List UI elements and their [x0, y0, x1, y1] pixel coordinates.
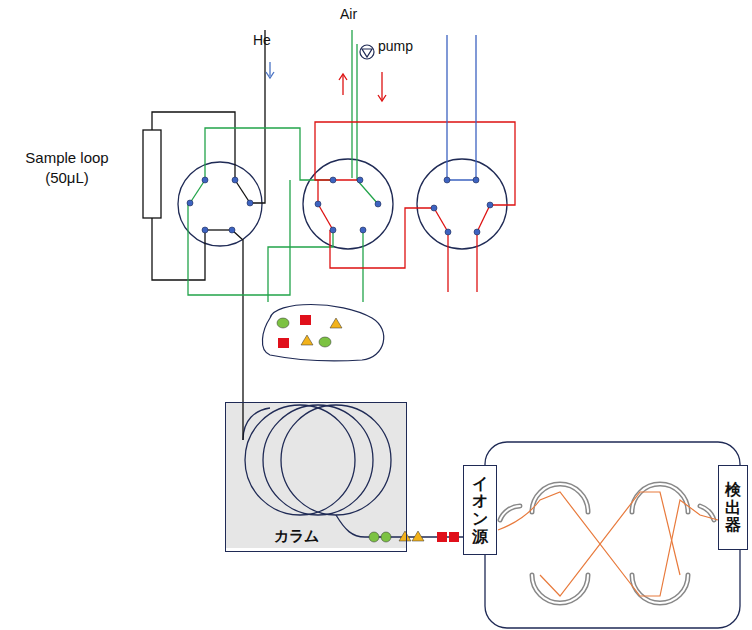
- sample-loop: Sample loop (50μL): [8, 128, 166, 222]
- column-coil: [243, 405, 407, 537]
- separated-molecules: [369, 531, 459, 542]
- flow-arrow: [339, 72, 386, 101]
- carrier-gas-line: [143, 30, 265, 440]
- vent-line: [315, 122, 515, 292]
- column-label: カラム: [274, 527, 319, 546]
- ion-trajectory: [498, 492, 718, 596]
- ion-source: イオン源: [463, 465, 497, 555]
- pump-label: pump: [378, 38, 413, 54]
- gas-label: He: [253, 32, 271, 48]
- detector: 検出器: [718, 465, 748, 550]
- flow-arrow: [269, 62, 270, 76]
- pump-symbol: [360, 45, 374, 59]
- sample-mixture: [262, 305, 383, 361]
- part-label: イオン源: [472, 475, 488, 545]
- rotary-valve: [178, 159, 507, 249]
- valve-port: [187, 177, 493, 235]
- column-oven: カラム: [225, 402, 407, 552]
- gas-label: Air: [340, 6, 357, 22]
- sample-gas-line: [188, 30, 378, 302]
- loop-label: Sample loop (50μL): [8, 148, 126, 189]
- flow-arrow: [266, 72, 274, 78]
- part-label: 検出器: [725, 481, 741, 534]
- column-oven: [225, 402, 407, 548]
- gas-supply-line: [447, 35, 476, 180]
- mass-analyzer: [485, 442, 740, 628]
